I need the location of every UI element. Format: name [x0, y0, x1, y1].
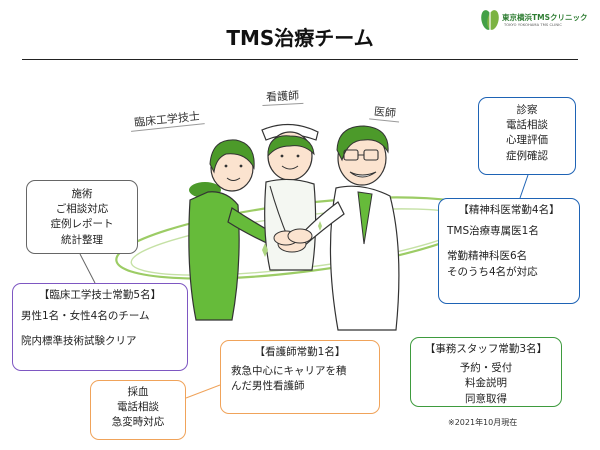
nurse-task: 採血 [127, 386, 149, 398]
page-title: TMS治療チーム [226, 26, 374, 50]
technologist-tasks-box: 施術 ご相談対応 症例レポート 統計整理 [26, 180, 138, 254]
office-staff-heading: 【事務スタッフ常勤3名】 [424, 343, 548, 355]
office-task: 予約・受付 [459, 362, 513, 375]
logo-name: 東京横浜TMSクリニック [502, 13, 588, 22]
nurse-tasks-box: 採血 電話相談 急変時対応 [90, 380, 186, 440]
nurse-staff-line: 救急中心にキャリアを積 [231, 365, 347, 378]
nurse-staff-line: んだ男性看護師 [231, 380, 305, 393]
nurse-task: 急変時対応 [111, 416, 165, 429]
doctor-staff-heading: 【精神科医常勤4名】 [458, 204, 560, 216]
doctor-staff-line: 常勤精神科医6名 [447, 250, 528, 263]
technologist-staff-line: 男性1名・女性4名のチーム [21, 310, 150, 323]
doctor-staff-line: TMS治療専属医1名 [447, 225, 539, 238]
technologist-task: ご相談対応 [55, 203, 109, 216]
doctor-figure [297, 125, 400, 331]
technologist-task: 統計整理 [61, 233, 103, 246]
technologist-staff-line: 院内標準技術試験クリア [21, 335, 137, 348]
doctor-task: 診察 [516, 104, 538, 116]
nurse-task: 電話相談 [117, 401, 159, 414]
clinic-logo: 東京横浜TMSクリニック TOKYO YOKOHAMA TMS CLINIC [480, 6, 592, 36]
nurse-staff-box: 【看護師常勤1名】 救急中心にキャリアを積 んだ男性看護師 [220, 340, 380, 414]
technologist-staff-heading: 【臨床工学技士常勤5名】 [38, 289, 162, 301]
role-label-nurse: 看護師 [261, 85, 304, 107]
as-of-note: ※2021年10月現在 [448, 418, 518, 427]
office-task: 料金説明 [465, 377, 507, 390]
technologist-task: 症例レポート [50, 218, 114, 231]
doctor-task: 電話相談 [506, 119, 548, 132]
nurse-staff-heading: 【看護師常勤1名】 [254, 346, 346, 358]
technologist-figure [188, 139, 283, 321]
doctor-staff-box: 【精神科医常勤4名】 TMS治療専属医1名 常勤精神科医6名 そのうち4名が対応 [438, 198, 580, 304]
leaf-logo-icon [481, 10, 499, 30]
office-task: 同意取得 [465, 392, 507, 405]
role-label-doctor: 医師 [369, 101, 401, 123]
technologist-staff-box: 【臨床工学技士常勤5名】 男性1名・女性4名のチーム 院内標準技術試験クリア [12, 283, 188, 371]
logo-subtitle: TOKYO YOKOHAMA TMS CLINIC [504, 23, 562, 27]
title-divider [22, 59, 578, 60]
nurse-figure [261, 123, 319, 271]
doctor-tasks-box: 診察 電話相談 心理評価 症例確認 [478, 97, 576, 175]
doctor-staff-line: そのうち4名が対応 [447, 265, 538, 278]
technologist-task: 施術 [71, 188, 93, 200]
stacked-hands [262, 221, 322, 257]
doctor-task: 症例確認 [506, 149, 548, 162]
doctor-task: 心理評価 [506, 134, 548, 147]
office-staff-box: 【事務スタッフ常勤3名】 予約・受付 料金説明 同意取得 [410, 337, 562, 407]
